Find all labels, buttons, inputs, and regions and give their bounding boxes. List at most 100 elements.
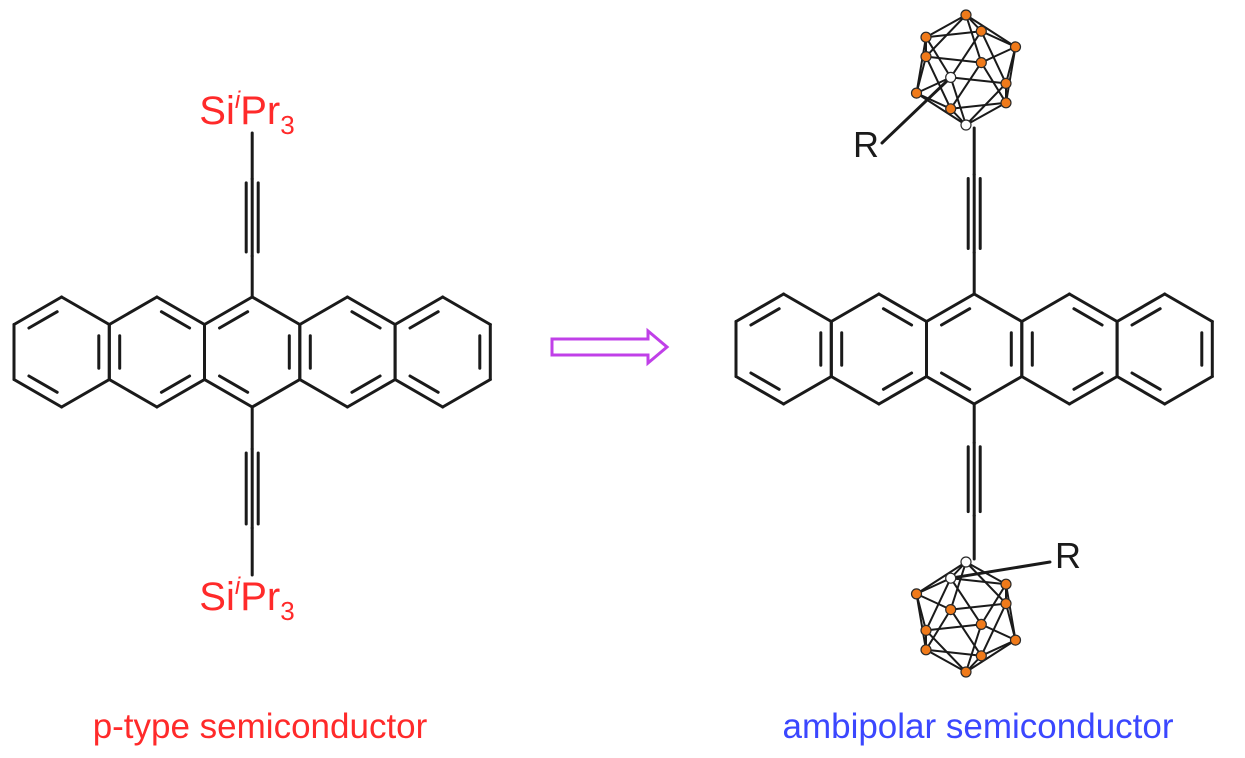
top-carborane-cage <box>910 9 1022 131</box>
cage-edge <box>925 648 983 657</box>
cage-edge <box>949 76 967 126</box>
ring-bond <box>155 378 206 409</box>
ring-bond <box>877 375 928 406</box>
boron-atom <box>1000 77 1012 90</box>
cage-edge <box>980 639 1017 657</box>
right-pentacene-core <box>734 292 1214 406</box>
cage-edge <box>965 639 1017 673</box>
ring-bond <box>877 292 928 323</box>
ring-bond <box>829 375 881 406</box>
ring-bond <box>12 295 64 326</box>
carbon-atom <box>945 71 957 84</box>
r-bond <box>880 75 953 145</box>
double-bond-inner <box>408 310 440 330</box>
ring-bond <box>734 375 786 406</box>
boron-atom <box>945 603 957 616</box>
boron-atom <box>920 644 932 656</box>
double-bond-inner <box>159 374 192 394</box>
double-bond-inner <box>1072 371 1104 391</box>
ring-bond <box>203 378 254 409</box>
ring-bond <box>250 295 302 326</box>
r-bond <box>949 560 1052 580</box>
cage-edge <box>965 561 1007 586</box>
boron-atom <box>1000 597 1012 610</box>
reaction-arrow <box>550 327 670 367</box>
ring-bond <box>345 378 397 409</box>
ring-bond <box>441 378 492 409</box>
carbon-atom <box>960 556 972 568</box>
cage-edge <box>925 648 967 673</box>
double-bond-inner <box>940 307 972 327</box>
double-bond-inner <box>408 374 440 394</box>
bottom-silyl-group: SiiPr3 <box>199 573 294 626</box>
top-silyl-group: SiiPr3 <box>199 87 294 140</box>
double-bond-inner <box>350 310 382 330</box>
ring-bond <box>298 378 349 409</box>
ring-bond <box>60 378 111 409</box>
boron-atom <box>1000 578 1012 590</box>
ring-bond <box>441 295 492 326</box>
cage-edge <box>949 608 983 657</box>
cage-edge <box>915 92 967 126</box>
cage-edge <box>1005 45 1017 104</box>
ring-bond <box>734 292 786 323</box>
left-pentacene-core <box>12 295 492 409</box>
double-bond-inner <box>881 307 914 327</box>
ring-bond <box>782 375 833 406</box>
boron-atom <box>960 9 972 21</box>
ring-bond <box>972 292 1024 323</box>
ring-bond <box>925 375 976 406</box>
cage-edge <box>965 101 1007 126</box>
bottom-r-substituent: R <box>1055 535 1081 576</box>
cage-edge <box>925 14 967 39</box>
cage-edge <box>949 577 1007 586</box>
left-alkyne-substituents <box>244 131 260 577</box>
double-bond-inner <box>350 374 382 394</box>
cage-edge <box>949 61 983 110</box>
cage-edge <box>949 577 983 626</box>
cage-edge <box>980 623 1017 642</box>
boron-atom <box>1009 41 1022 53</box>
cage-edge <box>915 561 967 595</box>
boron-atom <box>945 103 957 115</box>
ring-bond <box>829 292 881 323</box>
double-bond-inner <box>159 310 192 330</box>
cage-edge <box>980 30 1017 48</box>
double-bond-inner <box>749 307 781 327</box>
ring-bond <box>1163 292 1214 323</box>
ring-bond <box>1163 375 1214 406</box>
ring-bond <box>107 378 159 409</box>
ring-bond <box>393 295 445 326</box>
ring-bond <box>250 378 302 409</box>
boron-atom <box>975 25 987 37</box>
double-bond-inner <box>218 310 250 330</box>
ring-bond <box>1115 375 1167 406</box>
double-bond-inner <box>1130 307 1162 327</box>
cage-edge <box>915 36 927 95</box>
bottom-carborane-cage <box>910 556 1022 678</box>
boron-atom <box>920 31 932 43</box>
cage-edge <box>925 30 983 39</box>
ring-bond <box>782 292 833 323</box>
cage-edge <box>980 45 1017 64</box>
double-bond-inner <box>881 371 914 391</box>
cage-edge <box>925 55 983 64</box>
double-bond-inner <box>749 371 781 391</box>
cage-edge <box>965 14 1017 48</box>
double-bond-inner <box>27 310 59 330</box>
cage-edge <box>1005 602 1017 642</box>
cage-edge <box>949 101 1007 110</box>
right-alkyne-substituents <box>880 75 1052 580</box>
cage-edge <box>925 623 983 632</box>
cage-edge <box>925 36 952 79</box>
boron-atom <box>920 50 932 63</box>
boron-atom <box>975 618 987 631</box>
cage-edge <box>949 561 967 611</box>
right-caption: ambipolar semiconductor <box>782 707 1173 746</box>
ring-bond <box>298 295 349 326</box>
top-r-substituent: R <box>853 124 879 165</box>
cage-edge <box>965 623 983 673</box>
ring-bond <box>1115 292 1167 323</box>
ring-bond <box>1067 375 1119 406</box>
cage-edge <box>949 30 983 79</box>
